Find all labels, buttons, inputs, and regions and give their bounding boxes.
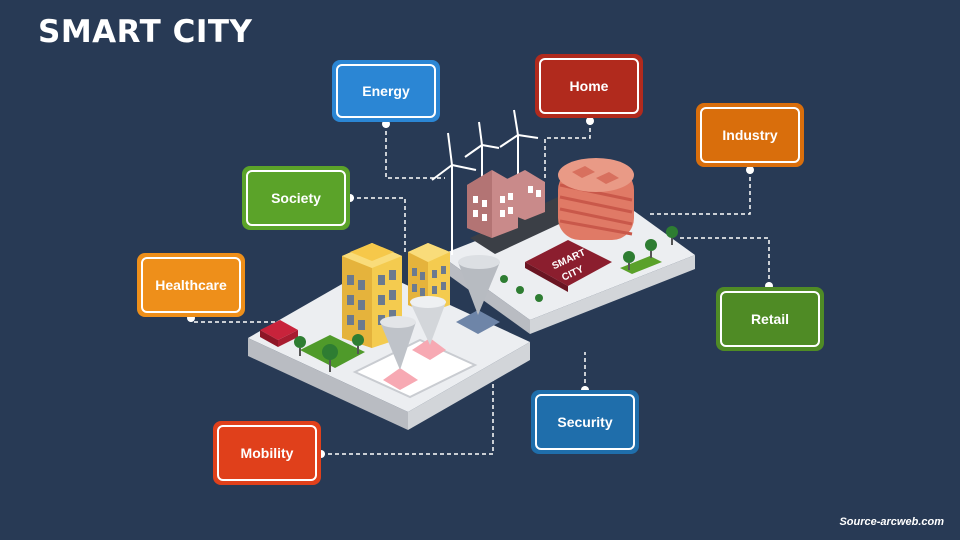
society-label-text: Society	[246, 170, 346, 226]
trees-right	[500, 226, 678, 302]
connector-mobility	[321, 370, 494, 455]
security-label-text: Security	[535, 394, 635, 450]
connector-retail	[680, 237, 770, 286]
energy-label-text: Energy	[336, 64, 436, 118]
trees-left	[294, 334, 364, 372]
connector-industry	[650, 170, 751, 215]
mobility-label-text: Mobility	[217, 425, 317, 481]
home-houses	[467, 170, 545, 238]
healthcare-label[interactable]: Healthcare	[137, 253, 245, 317]
connector-society	[350, 197, 406, 255]
page-title: SMART CITY	[38, 14, 253, 50]
industry-label[interactable]: Industry	[696, 103, 804, 167]
source-credit: Source-arcweb.com	[839, 516, 944, 528]
mobility-label[interactable]: Mobility	[213, 421, 321, 485]
energy-label[interactable]: Energy	[332, 60, 440, 122]
connector-energy	[385, 124, 445, 179]
home-label[interactable]: Home	[535, 54, 643, 118]
home-label-text: Home	[539, 58, 639, 114]
healthcare-building	[260, 320, 298, 347]
connector-healthcare	[190, 318, 275, 323]
retail-label[interactable]: Retail	[716, 287, 824, 351]
security-label[interactable]: Security	[531, 390, 639, 454]
healthcare-label-text: Healthcare	[141, 257, 241, 313]
connector-home	[544, 121, 591, 178]
location-pins	[380, 255, 500, 390]
industry-label-text: Industry	[700, 107, 800, 163]
smart-city-sign-building: SMART CITY	[525, 240, 612, 292]
industry-tower	[558, 158, 634, 240]
society-label[interactable]: Society	[242, 166, 350, 230]
retail-label-text: Retail	[720, 291, 820, 347]
